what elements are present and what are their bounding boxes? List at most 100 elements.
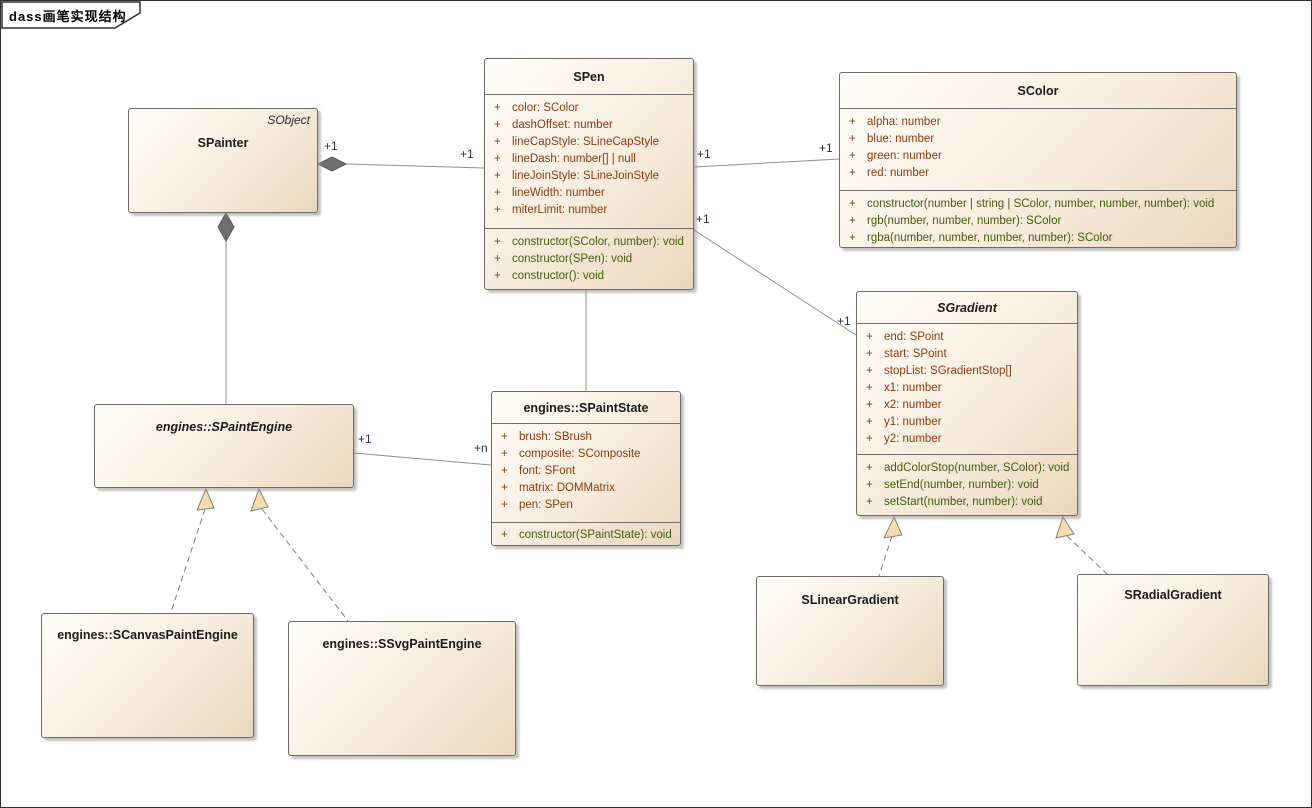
- visibility-symbol: +: [866, 399, 873, 411]
- attributes-compartment: +end: SPoint +start: SPoint +stopList: S…: [857, 324, 1077, 454]
- class-title: engines::SPaintState: [492, 392, 680, 424]
- methods-compartment: +constructor(number | string | SColor, n…: [840, 190, 1236, 247]
- multiplicity-label: +n: [474, 441, 488, 455]
- class-spaintstate[interactable]: engines::SPaintState +brush: SBrush +com…: [491, 391, 681, 546]
- visibility-symbol: +: [501, 499, 508, 511]
- visibility-symbol: +: [501, 465, 508, 477]
- class-title: engines::SSvgPaintEngine: [322, 637, 482, 651]
- attribute-row: +blue: number: [840, 131, 1236, 148]
- method-row: +constructor(number | string | SColor, n…: [840, 196, 1236, 213]
- member-text: lineDash: number[] | null: [512, 153, 636, 165]
- member-text: lineWidth: number: [512, 187, 605, 199]
- multiplicity-label: +1: [324, 139, 338, 153]
- member-text: y2: number: [884, 433, 942, 445]
- class-scanvaspaintengine[interactable]: engines::SCanvasPaintEngine: [41, 613, 254, 738]
- visibility-symbol: +: [866, 496, 873, 508]
- attribute-row: +matrix: DOMMatrix: [492, 480, 680, 497]
- class-sgradient[interactable]: SGradient +end: SPoint +start: SPoint +s…: [856, 291, 1078, 516]
- triangle-arrowhead-icon: [250, 487, 269, 512]
- class-title: engines::SPaintEngine: [155, 420, 293, 434]
- realization-lineargradient-gradient: [878, 535, 893, 577]
- class-spainter[interactable]: SObject SPainter: [128, 108, 318, 213]
- method-row: +constructor(SColor, number): void: [485, 234, 693, 251]
- method-row: +constructor(SPen): void: [485, 251, 693, 268]
- member-text: start: SPoint: [884, 348, 947, 360]
- member-text: x1: number: [884, 382, 942, 394]
- class-slineargradient[interactable]: SLinearGradient: [756, 576, 944, 686]
- association-engine-paintstate: [353, 452, 492, 466]
- class-ssvgpaintengine[interactable]: engines::SSvgPaintEngine: [288, 621, 516, 756]
- attribute-row: + red: number: [840, 165, 1236, 182]
- attribute-row: +pen: SPen: [492, 497, 680, 514]
- attribute-row: +lineWidth: number: [485, 185, 693, 202]
- visibility-symbol: +: [849, 215, 856, 227]
- visibility-symbol: +: [501, 448, 508, 460]
- composition-diamond-icon: [217, 211, 235, 243]
- member-text: dashOffset: number: [512, 119, 613, 131]
- triangle-arrowhead-icon: [883, 515, 903, 539]
- class-title: SRadialGradient: [1124, 588, 1222, 602]
- member-text: alpha: number: [867, 116, 941, 128]
- class-title: SLinearGradient: [801, 593, 899, 607]
- visibility-symbol: +: [866, 348, 873, 360]
- class-spen[interactable]: SPen +color: SColor +dashOffset: number …: [484, 58, 694, 290]
- multiplicity-label: +1: [837, 314, 851, 328]
- visibility-symbol: +: [494, 170, 501, 182]
- stereotype-label: SObject: [267, 113, 310, 127]
- class-title: SColor: [840, 73, 1236, 109]
- attribute-row: + y1: number: [857, 414, 1077, 431]
- visibility-symbol: +: [866, 331, 873, 343]
- attribute-row: +y2: number: [857, 431, 1077, 448]
- member-text: constructor(SPaintState): void: [519, 529, 672, 541]
- method-row: +constructor(SPaintState): void: [492, 527, 680, 544]
- member-text: green: number: [867, 150, 942, 162]
- class-sradialgradient[interactable]: SRadialGradient: [1077, 574, 1269, 686]
- attribute-row: +x2: number: [857, 397, 1077, 414]
- visibility-symbol: +: [849, 150, 856, 162]
- visibility-symbol: +: [501, 431, 508, 443]
- class-title: SGradient: [857, 292, 1077, 324]
- class-scolor[interactable]: SColor + alpha: number +blue: number + gre…: [839, 72, 1237, 248]
- member-text: color: SColor: [512, 102, 579, 114]
- member-text: setEnd(number, number): void: [884, 479, 1039, 491]
- attribute-row: + start: SPoint: [857, 346, 1077, 363]
- association-painter-pen: [345, 163, 485, 169]
- member-text: lineCapStyle: SLineCapStyle: [512, 136, 660, 148]
- visibility-symbol: +: [866, 365, 873, 377]
- visibility-symbol: +: [866, 479, 873, 491]
- member-text: rgba(number, number, number, number): SC…: [867, 232, 1113, 244]
- realization-svgengine-paintengine: [261, 508, 349, 622]
- member-text: y1: number: [884, 416, 942, 428]
- attributes-compartment: + brush: SBrush + composite: SComposite +f…: [492, 424, 680, 522]
- class-spaintengine[interactable]: engines::SPaintEngine: [94, 404, 354, 488]
- triangle-arrowhead-icon: [1055, 515, 1075, 539]
- attribute-row: +miterLimit: number: [485, 202, 693, 219]
- visibility-symbol: +: [849, 167, 856, 179]
- visibility-symbol: +: [494, 253, 501, 265]
- visibility-symbol: +: [866, 416, 873, 428]
- member-text: composite: SComposite: [519, 448, 641, 460]
- methods-compartment: +constructor(SPaintState): void: [492, 522, 680, 544]
- visibility-symbol: +: [849, 198, 856, 210]
- attributes-compartment: + alpha: number +blue: number + green: num…: [840, 109, 1236, 190]
- attribute-row: +font: SFont: [492, 463, 680, 480]
- class-title: engines::SCanvasPaintEngine: [57, 628, 238, 642]
- visibility-symbol: +: [849, 133, 856, 145]
- method-row: + setEnd(number, number): void: [857, 477, 1077, 494]
- member-text: addColorStop(number, SColor): void: [884, 462, 1070, 474]
- member-text: lineJoinStyle: SLineJoinStyle: [512, 170, 660, 182]
- attribute-row: + x1: number: [857, 380, 1077, 397]
- realization-radialgradient-gradient: [1066, 535, 1108, 575]
- visibility-symbol: +: [494, 153, 501, 165]
- visibility-symbol: +: [494, 236, 501, 248]
- visibility-symbol: +: [494, 136, 501, 148]
- member-text: setStart(number, number): void: [884, 496, 1043, 508]
- member-text: constructor(): void: [512, 270, 605, 282]
- member-text: rgb(number, number, number): SColor: [867, 215, 1062, 227]
- attribute-row: + lineDash: number[] | null: [485, 151, 693, 168]
- visibility-symbol: +: [866, 382, 873, 394]
- member-text: red: number: [867, 167, 930, 179]
- attribute-row: +stopList: SGradientStop[]: [857, 363, 1077, 380]
- member-text: brush: SBrush: [519, 431, 592, 443]
